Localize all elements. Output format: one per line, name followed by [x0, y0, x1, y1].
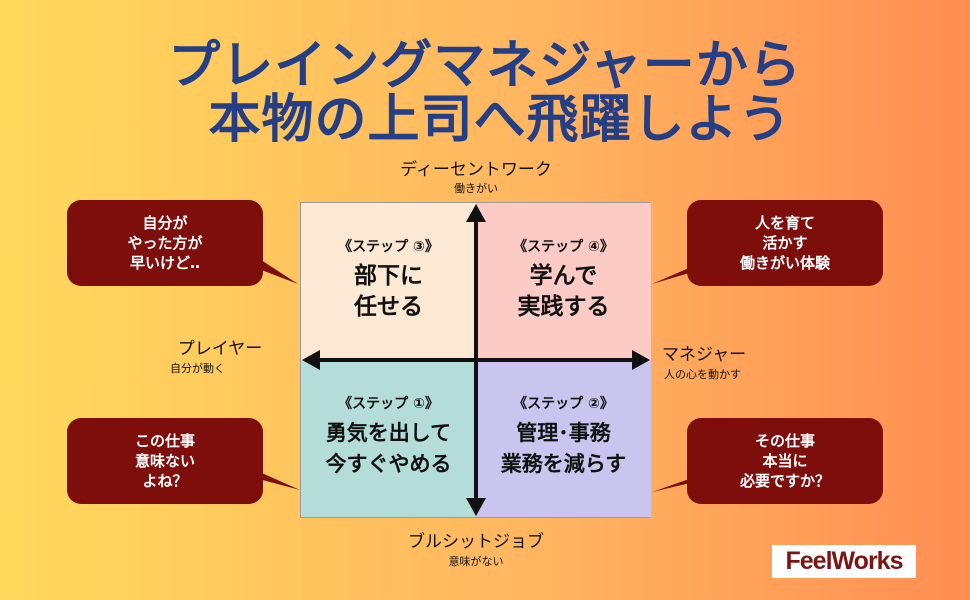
bubble-line: 意味ない [134, 452, 195, 470]
bubble-top-right: 人を育て 活かす 働きがい体験 [687, 200, 883, 286]
bubble-line: 必要ですか？ [739, 472, 830, 490]
bubble-line: 人を育て [754, 214, 815, 232]
quadrant-text: 今すぐやめる [325, 452, 452, 476]
step-label: 《ステップ ③》 [338, 239, 439, 255]
bubble-bottom-right: その仕事 本当に 必要ですか？ [687, 418, 883, 504]
bubble-bottom-left: この仕事 意味ない よね？ [67, 418, 263, 504]
title-line-1: プレイングマネジャーから [168, 36, 802, 96]
quadrant-text: 学んで [529, 263, 598, 289]
bubble-line: やった方が [127, 234, 203, 252]
quadrant-top-right: 《ステップ ④》 学んで 実践する [476, 203, 651, 360]
arrow-right-icon [632, 350, 650, 370]
arrow-left-icon [302, 350, 320, 370]
quadrant-text: 部下に [354, 263, 423, 289]
axis-right-sub: 人の心を動かす [664, 368, 741, 381]
quadrant-grid: 《ステップ ③》 部下に 任せる 《ステップ ④》 学んで 実践する 《ステップ… [300, 202, 651, 518]
axis-right-label: マネジャー [662, 345, 747, 365]
quadrant-bottom-right: 《ステップ ②》 管理･事務 業務を減らす [476, 360, 651, 517]
bubble-top-left: 自分が やった方が 早いけど‥ [67, 200, 263, 286]
quadrant-text: 勇気を出して [325, 421, 452, 445]
title-line-2: 本物の上司へ飛躍しよう [208, 90, 792, 150]
step-label: 《ステップ ④》 [513, 239, 614, 255]
step-label: 《ステップ ①》 [338, 396, 439, 412]
bubble-line: 活かす [762, 234, 808, 252]
axis-left-sub: 自分が動く [170, 362, 225, 375]
arrow-down-icon [466, 498, 486, 516]
quadrant-top-left: 《ステップ ③》 部下に 任せる [301, 203, 476, 360]
bubble-line: 自分が [142, 214, 188, 232]
quadrant-bottom-left: 《ステップ ①》 勇気を出して 今すぐやめる [301, 360, 476, 517]
axis-left-label: プレイヤー [177, 339, 263, 359]
bubble-line: その仕事 [754, 432, 815, 450]
quadrant-text: 任せる [354, 294, 423, 320]
axis-bottom-label: ブルシットジョブ [408, 532, 544, 552]
feelworks-logo: FeelWorks [772, 545, 916, 578]
quadrant-text: 実践する [517, 294, 610, 320]
step-label: 《ステップ ②》 [513, 396, 614, 412]
bubble-line: 本当に [762, 452, 808, 470]
axis-top-label: ディーセントワーク [400, 160, 552, 180]
quadrant-text: 業務を減らす [500, 452, 627, 476]
arrow-up-icon [466, 204, 486, 222]
quadrant-text: 管理･事務 [516, 421, 611, 445]
bubble-line: この仕事 [134, 432, 195, 450]
bubble-line: 早いけど‥ [129, 254, 200, 272]
bubble-line: よね？ [142, 472, 188, 490]
axis-bottom-sub: 意味がない [448, 555, 504, 568]
bubble-line: 働きがい体験 [739, 254, 830, 272]
axis-top-sub: 働きがい [454, 182, 498, 195]
